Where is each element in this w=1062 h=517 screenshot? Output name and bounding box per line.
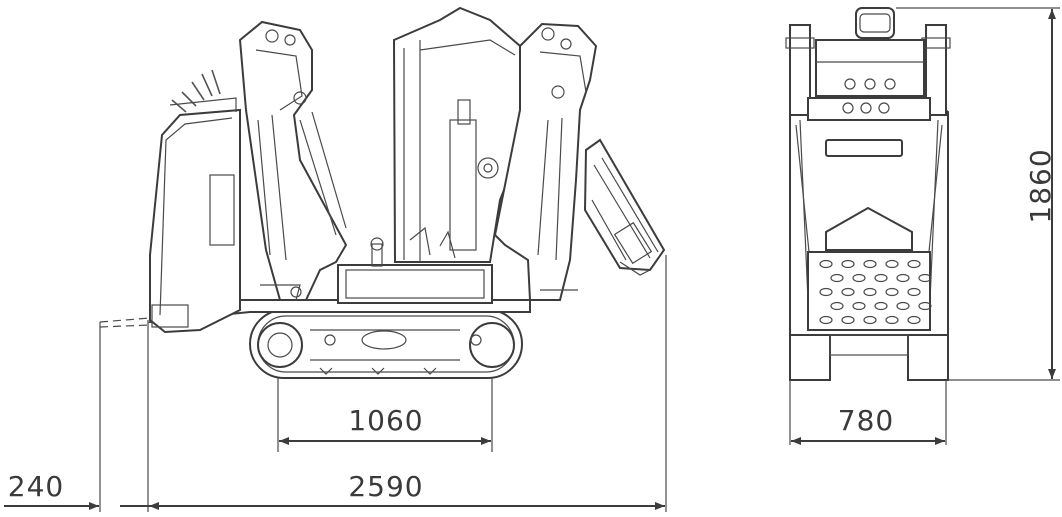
dim-rear-offset: 240 (4, 470, 149, 510)
grill-hole (885, 287, 899, 297)
grill-hole (830, 273, 844, 283)
track-assembly (249, 309, 523, 379)
grill-hole (874, 301, 888, 311)
side-view (99, 6, 667, 512)
grill-hole (874, 273, 888, 283)
grill-hole (896, 273, 910, 283)
grill-hole (852, 301, 866, 311)
grill-hole (885, 259, 899, 269)
grill-hole (907, 259, 921, 269)
grill-hole (907, 287, 921, 297)
boom-extension (583, 138, 666, 276)
front-view (785, 7, 1060, 445)
right-outrigger (493, 22, 598, 301)
dim-label-width: 780 (838, 404, 894, 437)
dim-label-track-length: 1060 (348, 404, 423, 437)
grill-hole (819, 259, 833, 269)
grill-hole (907, 315, 921, 325)
dim-width: 780 (791, 404, 945, 445)
grill-hole (841, 287, 855, 297)
grill-hole (863, 259, 877, 269)
left-outrigger (238, 20, 348, 301)
dim-label-height: 1860 (1024, 148, 1057, 223)
dim-label-rear-offset: 240 (8, 470, 64, 503)
grill-hole (918, 301, 932, 311)
grill-hole (918, 273, 932, 283)
grill-holes (819, 259, 932, 325)
grill-hole (830, 301, 844, 311)
grill-hole (819, 287, 833, 297)
grill-hole (863, 315, 877, 325)
grill-hole (841, 259, 855, 269)
grill-hole (896, 301, 910, 311)
dim-label-overall-length: 2590 (348, 470, 423, 503)
grill-hole (863, 287, 877, 297)
grill-hole (819, 315, 833, 325)
dim-overall-length: 2590 (149, 470, 665, 510)
dim-height: 1860 (1024, 8, 1057, 379)
grill-hole (852, 273, 866, 283)
dim-track-length: 1060 (279, 404, 491, 445)
grill-hole (841, 315, 855, 325)
rear-plate (149, 69, 241, 334)
grill-hole (885, 315, 899, 325)
